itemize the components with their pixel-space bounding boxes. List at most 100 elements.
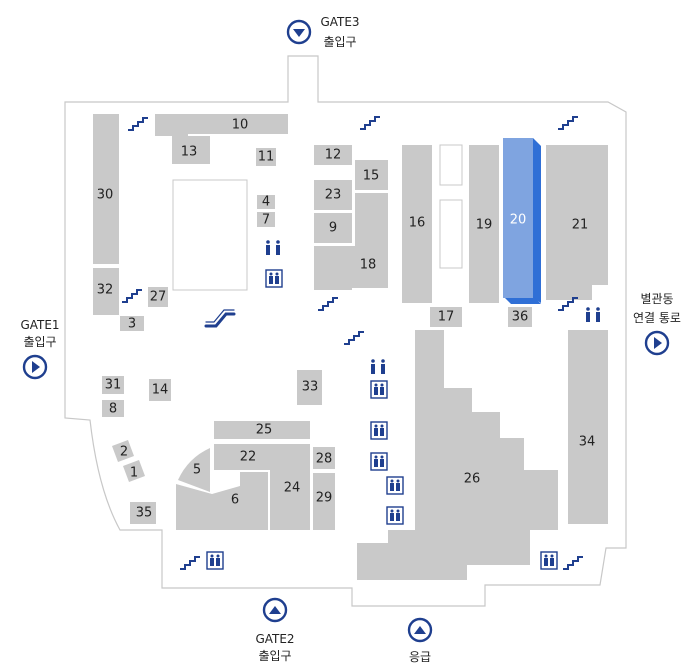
stairs-icon [180,556,200,570]
room-block-28[interactable] [313,447,335,469]
room-label-6: 6 [231,493,239,508]
elevator-icon [370,452,388,471]
room-block-14[interactable] [149,379,171,401]
escalator-icon [204,312,236,328]
room-label-19: 19 [476,218,493,233]
room-block-15[interactable] [355,160,388,190]
elevator-icon [386,506,404,525]
elevator-icon [265,269,283,288]
room-block-34[interactable] [568,330,608,524]
room-label-9: 9 [329,221,337,236]
room-block-35[interactable] [130,502,156,524]
room-block-18[interactable] [314,193,388,290]
stairs-icon [563,556,583,570]
elevator-icon [206,551,224,570]
room-label-3: 3 [128,317,136,332]
room-label-33: 33 [302,380,319,395]
elevator-icon [370,380,388,399]
room-block-20-side [533,138,541,303]
room-block-27[interactable] [148,287,168,307]
gate3-label-1: GATE3 [320,15,359,29]
escalator-icon-rail [205,309,235,323]
room-block-20[interactable] [503,138,533,298]
gate3-label-2: 출입구 [323,35,356,49]
restroom-icon [586,307,600,322]
room-block-13[interactable] [155,114,210,164]
room-block-7[interactable] [257,212,275,227]
room-block-25[interactable] [214,421,310,439]
room-block-3[interactable] [120,316,144,331]
elevator-icon [540,551,558,570]
emergency-label: 응급 [409,650,431,663]
room-block-12[interactable] [314,145,352,165]
stairs-icon [360,116,380,130]
room-label-17: 17 [438,310,455,325]
stairs-icon [128,117,148,131]
room-block-33[interactable] [297,370,322,405]
gate1-label-2: 출입구 [23,335,56,349]
restroom-icon [266,240,280,255]
room-block-22[interactable] [214,444,274,470]
room-label-8: 8 [109,402,117,417]
stairs-icon [558,116,578,130]
annex-label-1: 별관동 [640,292,673,306]
gate1-label-1: GATE1 [20,318,59,332]
room-label-29: 29 [316,491,333,506]
room-block-1[interactable] [123,460,145,482]
annex-marker[interactable] [644,330,670,356]
room-block-4[interactable] [257,195,275,209]
gate2-marker[interactable] [262,597,288,623]
room-label-23: 23 [325,188,342,203]
room-label-18: 18 [360,258,377,273]
room-label-30: 30 [97,188,114,203]
room-label-13: 13 [181,145,198,160]
room-label-16: 16 [409,216,426,231]
room-label-2: 2 [120,445,128,460]
room-block-8[interactable] [102,400,124,417]
elevator-icon [370,421,388,440]
room-label-25: 25 [256,423,273,438]
gate2-label-1: GATE2 [255,632,294,646]
corridor-slot-a [439,144,463,186]
room-label-22: 22 [240,450,257,465]
room-label-35: 35 [136,506,153,521]
room-block-36[interactable] [508,307,532,327]
room-block-17[interactable] [430,307,462,327]
room-block-5[interactable] [178,448,210,492]
restroom-icon [371,359,385,374]
room-label-31: 31 [105,378,122,393]
emergency-marker[interactable] [407,617,433,643]
room-label-15: 15 [363,169,380,184]
room-block-31[interactable] [102,376,124,394]
room-block-16[interactable] [402,145,432,303]
room-label-12: 12 [325,148,342,163]
gate1-marker[interactable] [22,354,48,380]
room-label-26: 26 [464,472,481,487]
room-label-11: 11 [258,150,275,165]
room-label-5: 5 [193,463,201,478]
room-label-24: 24 [284,481,301,496]
stairs-icon [558,297,578,311]
room-block-10[interactable] [188,114,288,134]
room-label-1: 1 [130,466,138,481]
room-block-21[interactable] [546,145,608,300]
room-block-30[interactable] [93,114,119,264]
gate2-label-2: 출입구 [258,649,291,663]
room-block-26[interactable] [357,330,558,580]
room-label-36: 36 [512,310,529,325]
gate3-marker[interactable] [286,19,312,45]
room-block-2[interactable] [112,440,134,462]
room-block-23[interactable] [314,180,352,210]
stairs-icon [318,297,338,311]
room-block-11[interactable] [256,148,276,166]
corridor-slot-b [439,199,463,269]
room-block-19[interactable] [469,145,499,303]
room-label-32: 32 [97,283,114,298]
room-block-9[interactable] [314,213,352,243]
room-block-32[interactable] [93,268,119,315]
room-block-24[interactable] [270,444,310,530]
room-label-4: 4 [262,195,270,210]
room-block-29[interactable] [313,473,335,530]
room-block-6[interactable] [176,472,268,530]
